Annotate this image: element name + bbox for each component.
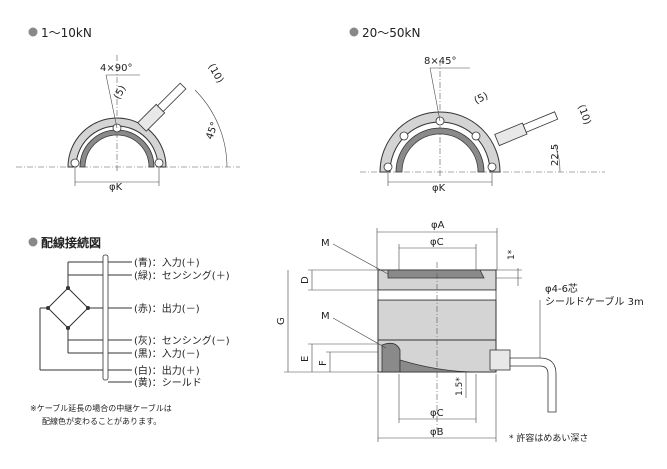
bottom-thread [381, 342, 401, 373]
mount-hole [399, 131, 409, 141]
small-model-heading: 1～10kN [41, 26, 92, 40]
shield-conductor [102, 254, 109, 381]
dia-c-top-label: φC [430, 237, 444, 248]
flange-ring [67, 117, 167, 168]
thread-m-bottom-label: M [321, 311, 330, 322]
cable-label: シールドケーブル 3m [545, 295, 644, 308]
cable [156, 82, 187, 113]
bridge-circuit [47, 287, 89, 329]
wire-label: (黄)：シールド [134, 376, 202, 389]
mount-hole [154, 158, 164, 168]
leader-line [332, 317, 387, 349]
g-label: G [276, 317, 287, 325]
cable-gland [489, 349, 511, 371]
wiring-note: 配線色が変わることがあります。 [42, 416, 161, 426]
flange-ring [379, 111, 501, 173]
angle-label: 45° [204, 121, 220, 141]
large-model-heading: 20～50kN [362, 26, 420, 40]
e-label: E [300, 356, 311, 362]
holes-label: 8×45° [424, 56, 456, 67]
wiring-heading: 配線接続図 [41, 235, 101, 250]
top-thread [387, 269, 485, 279]
dim-10-label: (10) [575, 103, 592, 126]
dim-10-label: (10) [205, 62, 225, 85]
cable [509, 357, 557, 413]
bore-line [84, 134, 150, 168]
dim-5-label: (5) [112, 84, 129, 102]
dia-k-label: φK [432, 183, 446, 194]
mount-hole [471, 131, 481, 141]
mount-hole [383, 162, 393, 172]
dia-c-bottom-label: φC [430, 408, 444, 419]
wire-label: (青)：入力(＋) [134, 256, 200, 269]
leader-line [332, 243, 389, 275]
dia-k-label: φK [109, 182, 123, 193]
section-view: φA φC M M D G [276, 220, 644, 444]
leader-line [429, 67, 441, 122]
bullet-icon [28, 27, 38, 37]
wiring-note: ※ケーブル延長の場合の中継ケーブルは [30, 403, 172, 413]
cable [522, 111, 559, 133]
cable-label: φ4-6芯 [545, 282, 578, 295]
wire-label: (黒)：入力(－) [134, 347, 200, 360]
wire-label: (灰)：センシング(－) [134, 334, 230, 347]
inner-ring [79, 129, 155, 168]
bore-line [401, 133, 479, 173]
f-label: F [318, 360, 329, 366]
bottom-recess [399, 359, 477, 373]
wire-label: (緑)：センシング(＋) [134, 269, 230, 282]
one-star-label: 1* [507, 249, 517, 260]
wire-label: (赤)：出力(－) [134, 302, 200, 315]
dim-5-label: (5) [473, 91, 491, 107]
d-label: D [300, 276, 311, 284]
holes-label: 4×90° [100, 63, 132, 74]
offset-label: 22.5 [550, 144, 561, 166]
bullet-icon [349, 27, 359, 37]
angle-arc [194, 89, 228, 168]
mount-hole [70, 158, 80, 168]
leader-line [105, 74, 118, 129]
one-five-star-label: 1.5* [455, 377, 465, 396]
wire-label: (白)：出力(＋) [134, 364, 200, 377]
mount-hole [487, 162, 497, 172]
small-model-view: 1～10kN 45° 4×90° (5) (10) φK [16, 26, 240, 193]
cable-gland [494, 122, 528, 147]
dia-a-label: φA [431, 220, 445, 231]
footnote: * 許容はめあい深さ [509, 432, 588, 444]
thread-m-top-label: M [321, 238, 330, 249]
large-model-view: 20～50kN 22.5 8×45° (5) (10) φK [349, 26, 605, 194]
wiring-diagram: 配線接続図 (青)：入力(＋) (緑)：センシング(＋) (赤)：出力(－) (… [28, 235, 230, 426]
dia-b-label: φB [430, 427, 444, 438]
angle-arc [554, 144, 561, 173]
mount-hole [112, 123, 122, 133]
bullet-icon [28, 237, 38, 247]
